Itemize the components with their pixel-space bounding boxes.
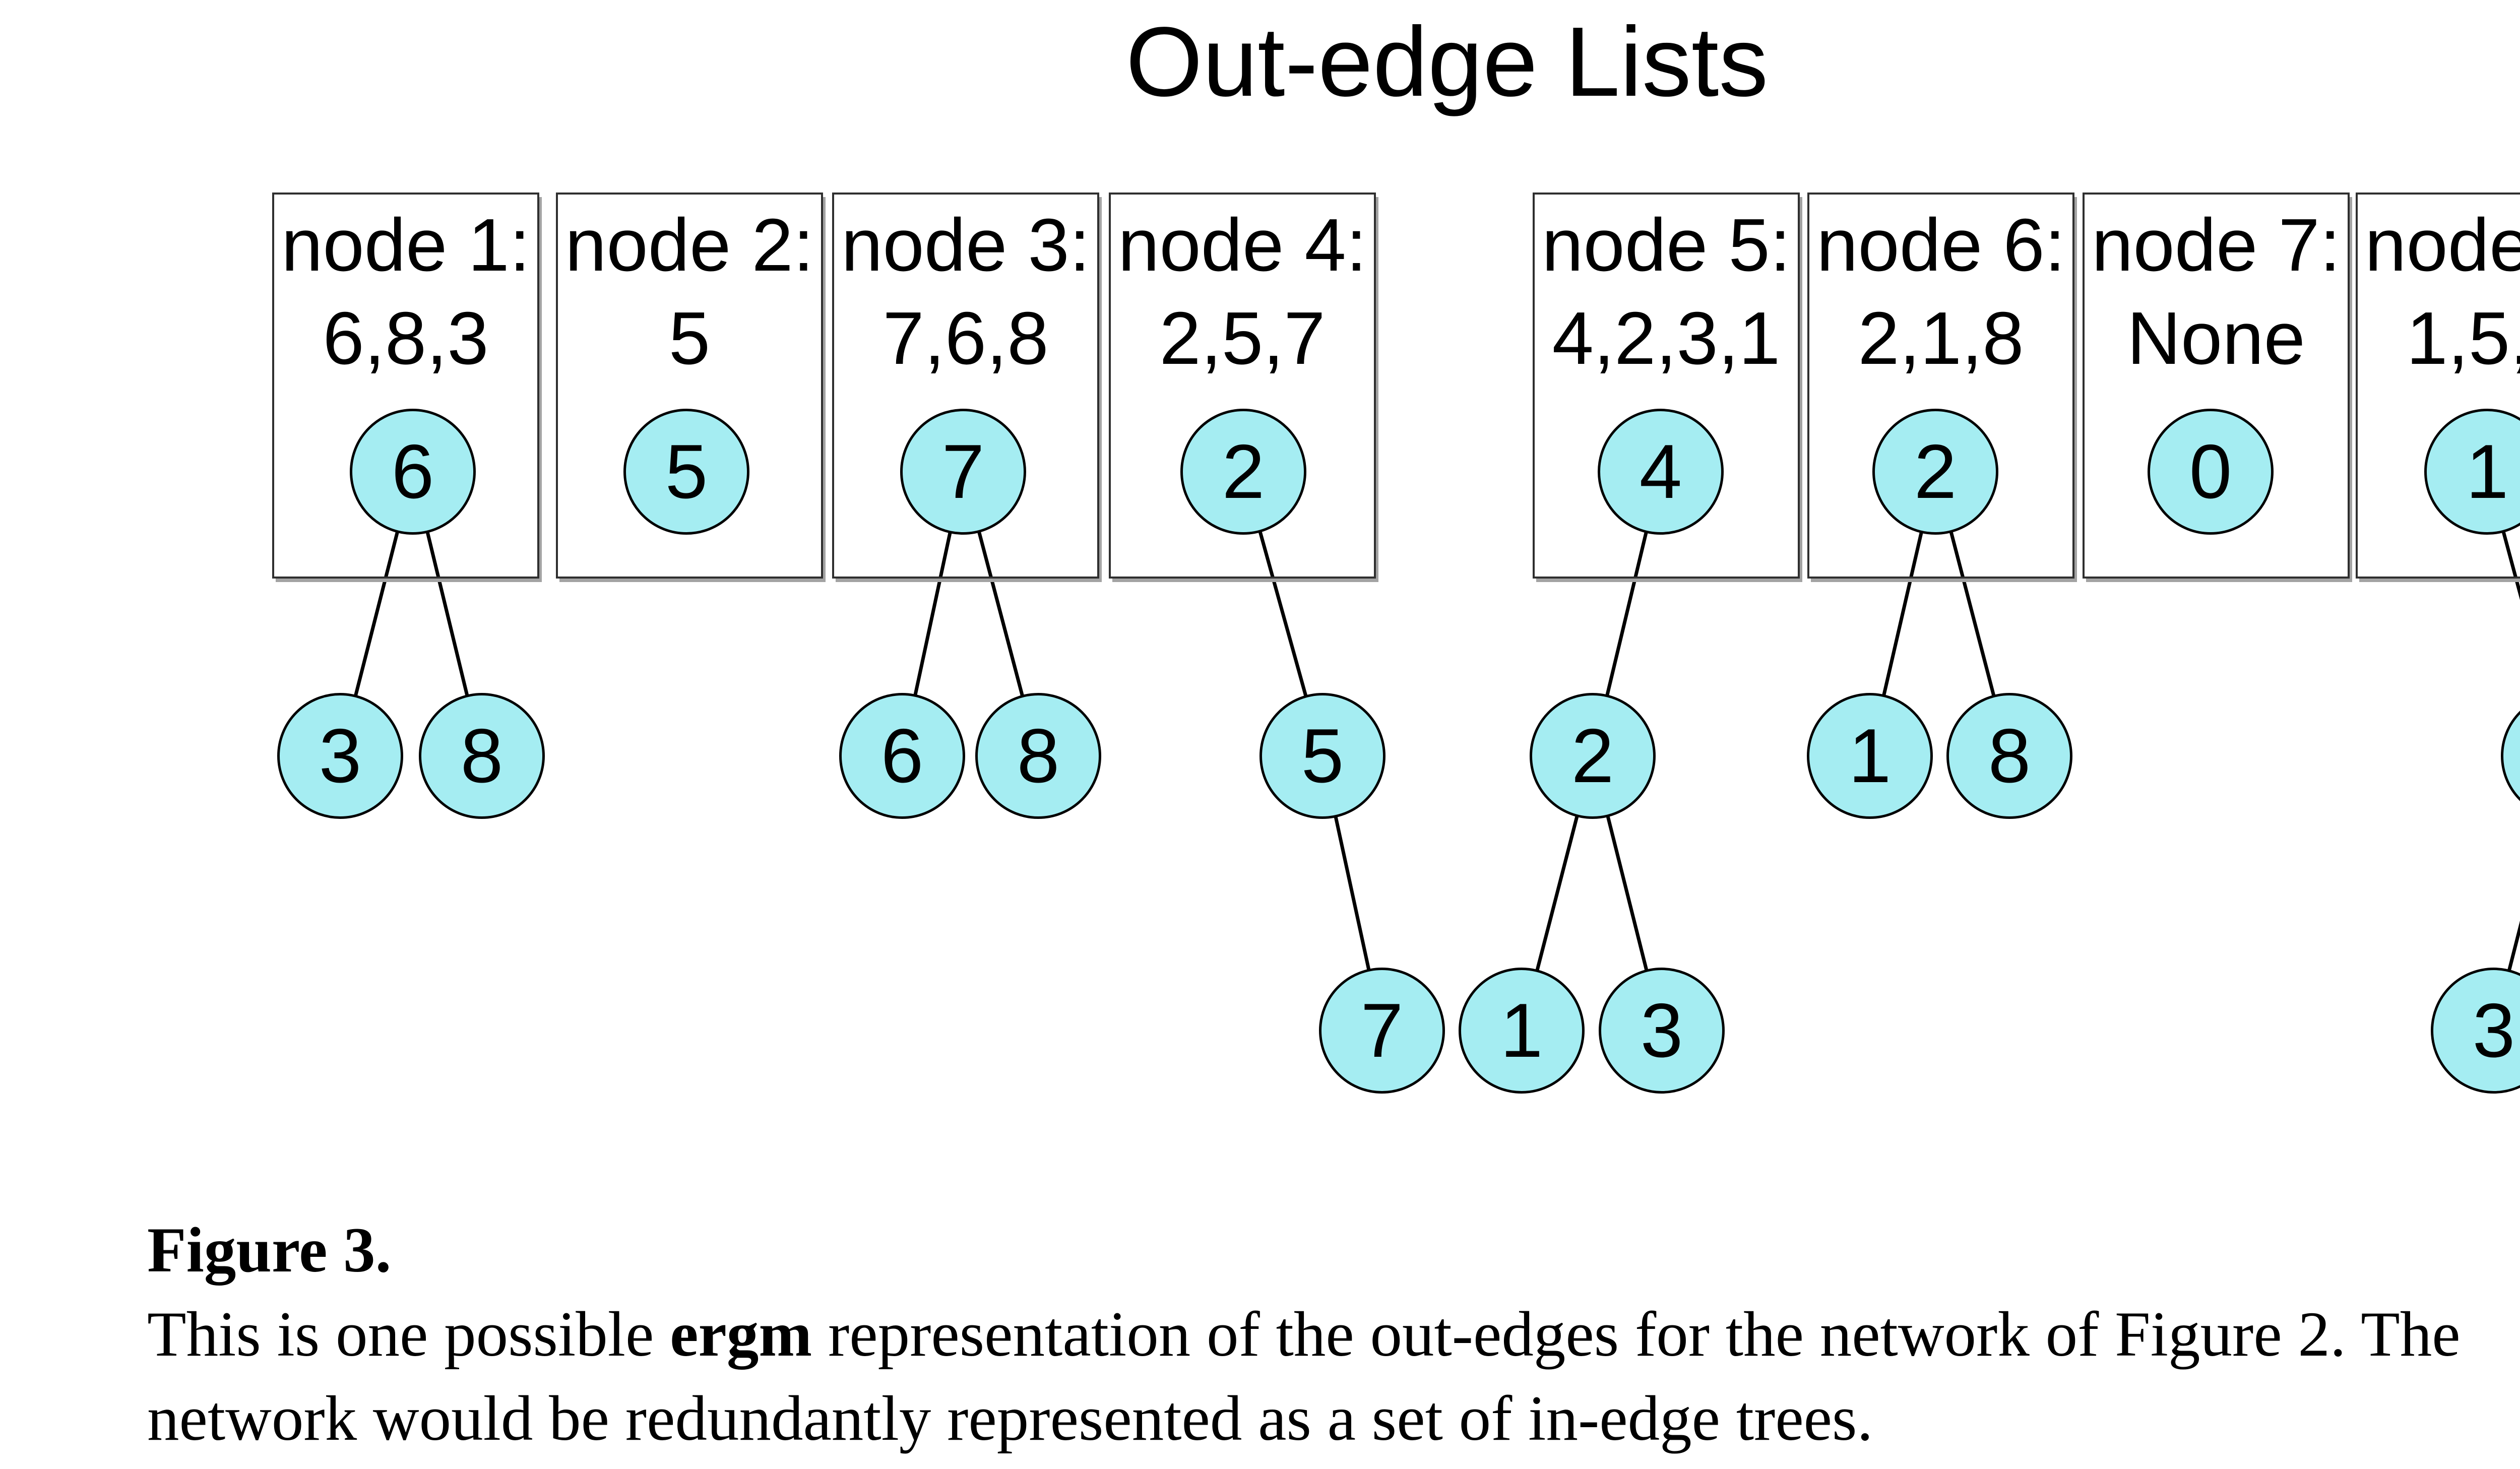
node-box-title: node 2: [565,204,814,287]
root-node-circle: 4 [1598,409,1724,535]
root-node-circle: 6 [350,409,476,535]
tree-node-circle: 3 [277,693,403,819]
caption-line-3: network would be redundantly represented… [147,1383,1873,1454]
node-box-title: node 5: [1542,204,1791,287]
figure-caption: Figure 3. This is one possible ergm repr… [147,1208,2461,1461]
node-box-edge-list: None [2127,297,2305,380]
node-box-title: node 3: [841,204,1090,287]
tree-node-circle: 8 [1946,693,2072,819]
node-box-edge-list: 2,5,7 [1159,297,1326,380]
tree-node-circle: 3 [1599,968,1725,1094]
node-box-3: node 3: 7,6,8 [832,193,1099,579]
node-box-1: node 1: 6,8,3 [272,193,539,579]
node-box-title: node 7: [2092,204,2341,287]
tree-node-circle: 1 [1459,968,1585,1094]
node-box-title: node 6: [1816,204,2065,287]
caption-text: representation of the out-edges for the … [812,1299,2461,1370]
caption-line-2: This is one possible ergm representation… [147,1293,2461,1377]
root-node-circle: 1 [2424,409,2520,535]
tree-node-circle: 7 [1319,968,1445,1094]
node-box-5: node 5: 4,2,3,1 [1533,193,1800,579]
node-box-edge-list: 2,1,8 [1858,297,2024,380]
node-box-7: node 7: None [2083,193,2350,579]
node-box-4: node 4: 2,5,7 [1109,193,1376,579]
tree-node-circle: 1 [1807,693,1933,819]
caption-text: This is one possible [147,1299,670,1370]
node-box-edge-list: 4,2,3,1 [1552,297,1781,380]
root-node-circle: 5 [623,409,749,535]
root-node-circle: 2 [1180,409,1306,535]
root-node-circle: 2 [1872,409,1998,535]
tree-node-circle: 8 [419,693,545,819]
node-box-edge-list: 6,8,3 [323,297,489,380]
figure-title: Out-edge Lists [1125,7,1769,117]
node-box-title: node 8: [2365,204,2520,287]
node-box-edge-list: 1,5,3 [2406,297,2520,380]
caption-figure-label: Figure 3. [147,1215,392,1286]
node-box-edge-list: 7,6,8 [883,297,1049,380]
node-box-title: node 4: [1118,204,1367,287]
tree-node-circle: 2 [1530,693,1656,819]
node-box-title: node 1: [281,204,530,287]
node-box-edge-list: 5 [668,297,711,380]
tree-node-circle: 8 [975,693,1101,819]
tree-node-circle: 6 [839,693,965,819]
node-box-6: node 6: 2,1,8 [1807,193,2074,579]
node-box-8: node 8: 1,5,3 [2356,193,2520,579]
root-node-circle: 7 [900,409,1026,535]
caption-ergm-bold: ergm [670,1299,812,1370]
tree-node-circle: 5 [1259,693,1385,819]
node-box-2: node 2: 5 [556,193,823,579]
root-node-circle: 0 [2148,409,2274,535]
